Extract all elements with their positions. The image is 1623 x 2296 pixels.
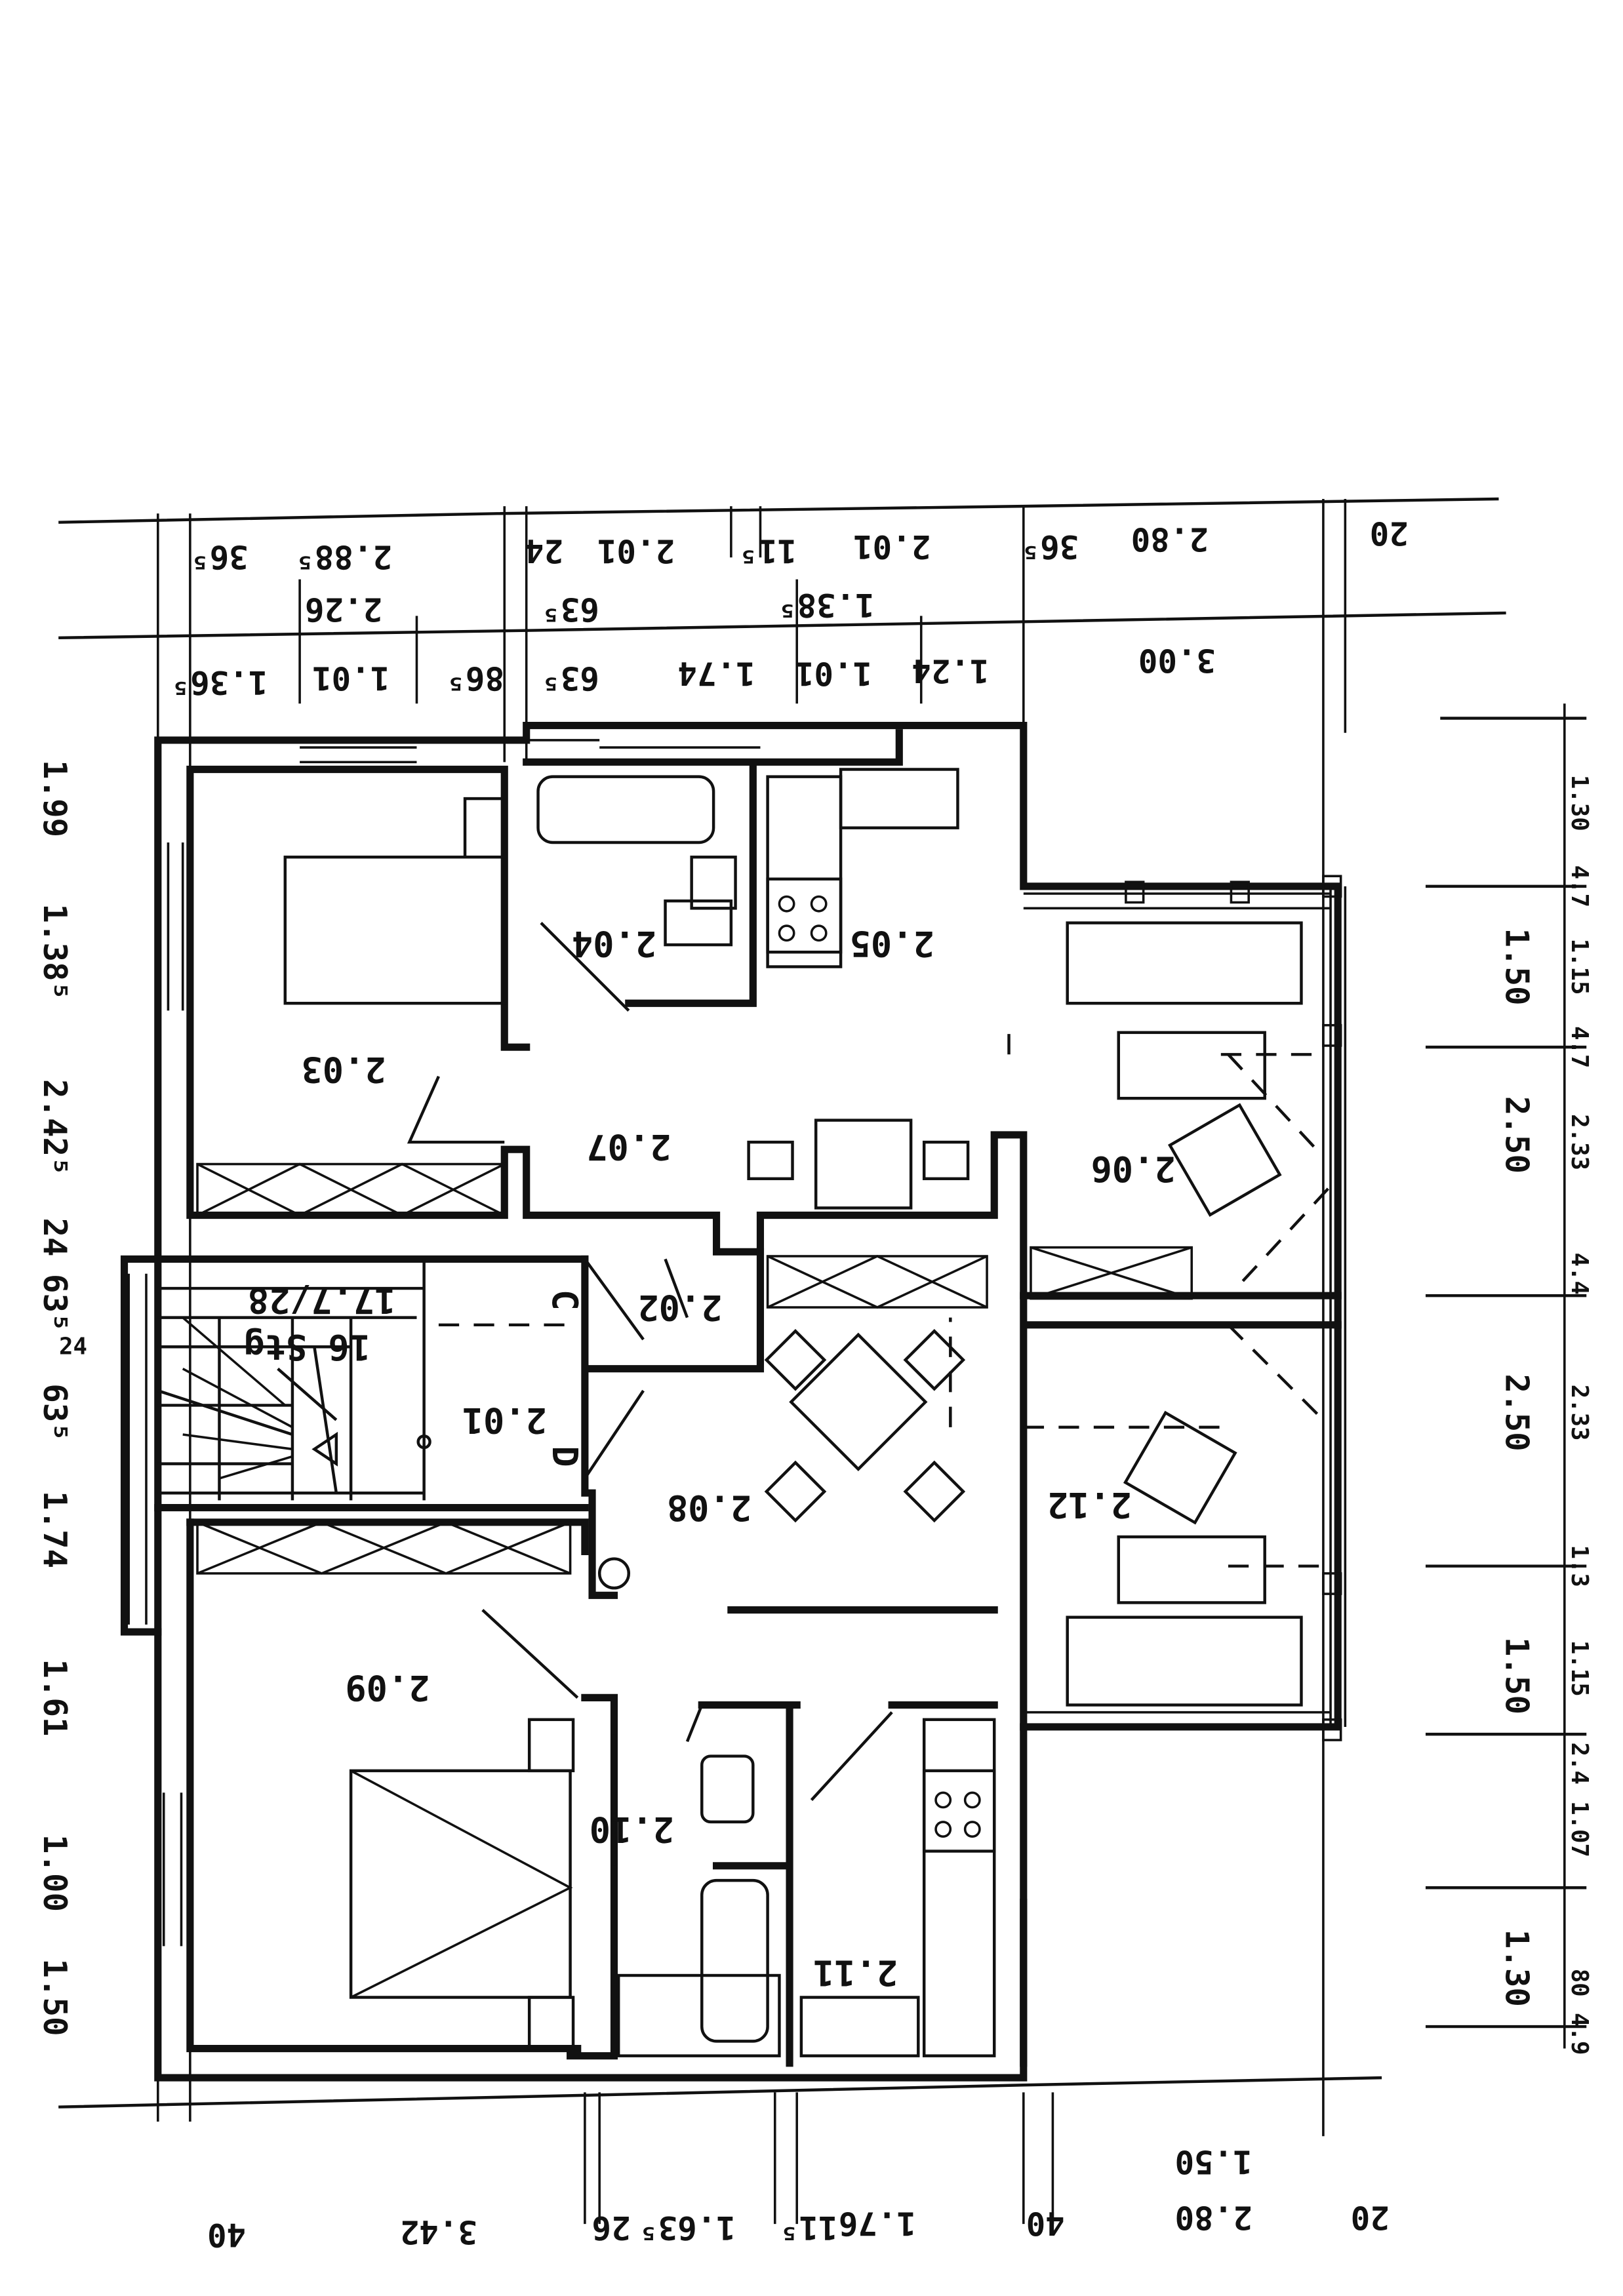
dim-bottom: 3.42 — [400, 2213, 477, 2251]
wardrobes — [196, 1162, 1193, 1575]
dim-top: 2.80 — [1131, 521, 1209, 559]
top-dimensions: 36⁵ 2.88⁵ 24 2.01 11⁵ 2.01 36⁵ 2.80 20 2… — [171, 515, 1409, 702]
dining-table — [789, 1332, 928, 1471]
dim-top: 1.01 — [312, 659, 390, 697]
dim-bottom: 1.63⁵ — [639, 2209, 736, 2247]
dim-top: 2.01 — [597, 532, 675, 570]
windows — [127, 739, 1347, 1947]
bathtub — [536, 775, 715, 844]
room-2-12: 2.12 — [1047, 1484, 1132, 1526]
dim-top: 86⁵ — [446, 659, 504, 697]
dim-left: 2.42⁵ — [36, 1079, 74, 1176]
left-dimensions: 1.99 1.38⁵ 2.42⁵ 24 63⁵ 24 63⁵ 1.74 1.61… — [36, 760, 87, 2036]
dim-top: 11⁵ — [738, 532, 797, 570]
bed — [283, 856, 506, 1005]
dim-top: 2.88⁵ — [295, 538, 392, 576]
dim-right: 1.50 — [1498, 1637, 1536, 1714]
dim-right-small: 2.4 — [1566, 1743, 1593, 1785]
dim-right-small: 1.3 — [1566, 1545, 1593, 1587]
room-2-02: 2.02 — [637, 1287, 722, 1328]
room-2-01: 2.01 — [462, 1400, 547, 1441]
dim-right: 1.30 — [1498, 1930, 1536, 2007]
dim-right-small: 4.7 — [1566, 865, 1593, 907]
sofa — [1066, 1615, 1303, 1707]
armchair — [1123, 1410, 1237, 1525]
dim-top: 63⁵ — [541, 591, 599, 629]
dim-left: 24 — [59, 1333, 87, 1360]
bathtub — [616, 1973, 781, 2057]
dim-top: 36⁵ — [190, 538, 249, 576]
room-labels: 2.03 2.04 2.05 2.06 2.07 2.02 2.01 2.08 … — [244, 923, 1176, 1994]
dim-top: 1.24 — [912, 652, 989, 690]
right-dimensions: 1.50 2.50 2.50 1.50 1.30 1.30 4.7 1.15 4… — [1498, 775, 1593, 2055]
bottom-dimensions: 40 3.42 26 1.63⁵ 11⁵ 1.76 40 2.80 20 1.5… — [207, 2143, 1390, 2254]
dim-bottom: 1.76 — [839, 2204, 916, 2242]
dim-left: 1.38⁵ — [36, 903, 74, 1000]
dim-left: 1.61 — [36, 1659, 74, 1736]
room-2-03: 2.03 — [302, 1049, 386, 1090]
armchair — [1167, 1103, 1282, 1217]
dim-right-small: 4.7 — [1566, 1026, 1593, 1068]
dim-right-small: 1.07 — [1566, 1801, 1593, 1857]
furniture — [283, 768, 1332, 2057]
room-2-09: 2.09 — [345, 1667, 430, 1709]
dim-left: 63⁵ — [36, 1383, 74, 1442]
dim-bottom: 2.80 — [1175, 2198, 1252, 2236]
section-marker-d: D — [544, 1446, 586, 1467]
sink — [799, 1996, 920, 2057]
dim-top: 1.38⁵ — [778, 586, 875, 624]
dim-bottom: 40 — [207, 2216, 246, 2254]
bed — [349, 1769, 572, 1999]
room-2-06: 2.06 — [1091, 1148, 1176, 1189]
dim-left: 24 — [36, 1217, 74, 1256]
dim-right-small: 4.4 — [1566, 1253, 1593, 1295]
dim-right-small: 2.33 — [1566, 1114, 1593, 1170]
dim-top: 36⁵ — [1021, 528, 1079, 566]
dim-left: 1.99 — [36, 760, 74, 837]
dim-top: 2.26 — [305, 591, 382, 629]
dim-top: 24 — [525, 532, 563, 570]
dim-top: 1.01 — [795, 655, 872, 693]
room-2-07: 2.07 — [586, 1126, 671, 1168]
dim-right-small: 1.15 — [1566, 939, 1593, 995]
dim-right-small: 4.9 — [1566, 2013, 1593, 2055]
dim-right-small: 1.15 — [1566, 1640, 1593, 1697]
room-2-11: 2.11 — [813, 1952, 898, 1994]
dim-bottom: 20 — [1351, 2198, 1390, 2236]
dim-bottom: 26 — [591, 2209, 630, 2247]
section-marker-c: C — [544, 1290, 586, 1311]
dim-left: 1.50 — [36, 1958, 74, 2036]
dim-right: 2.50 — [1498, 1096, 1536, 1174]
dim-bottom: 11⁵ — [780, 2209, 838, 2247]
dining-table — [814, 1118, 913, 1210]
dim-top: 1.74 — [678, 655, 755, 693]
dim-right-small: 80 — [1566, 1969, 1593, 1997]
dim-left: 1.74 — [36, 1491, 74, 1568]
dim-right: 2.50 — [1498, 1374, 1536, 1452]
dim-bottom: 1.50 — [1175, 2143, 1252, 2181]
dim-top: 63⁵ — [541, 659, 599, 697]
sofa — [1066, 921, 1303, 1005]
dim-top: 2.01 — [853, 528, 931, 566]
staircase — [157, 1259, 431, 1501]
dimension-lines — [58, 497, 1587, 2225]
room-2-04: 2.04 — [572, 923, 656, 964]
dim-right-small: 1.30 — [1566, 775, 1593, 831]
dim-right: 1.50 — [1498, 928, 1536, 1005]
room-2-10: 2.10 — [590, 1809, 674, 1850]
walls — [120, 722, 1342, 2082]
dim-top: 1.36⁵ — [171, 663, 268, 702]
stair-steps-label: 16 Stg — [244, 1326, 371, 1368]
stair-ratio-label: 17.7/28 — [248, 1280, 395, 1321]
dim-left: 63⁵ — [36, 1274, 74, 1332]
room-2-05: 2.05 — [850, 923, 934, 964]
dim-bottom: 40 — [1026, 2204, 1065, 2242]
dim-top: 3.00 — [1138, 642, 1216, 680]
dim-top: 20 — [1370, 515, 1409, 553]
doors — [407, 922, 893, 1866]
dim-left: 1.00 — [36, 1834, 74, 1912]
dim-right-small: 2.33 — [1566, 1385, 1593, 1441]
room-2-08: 2.08 — [667, 1488, 751, 1529]
